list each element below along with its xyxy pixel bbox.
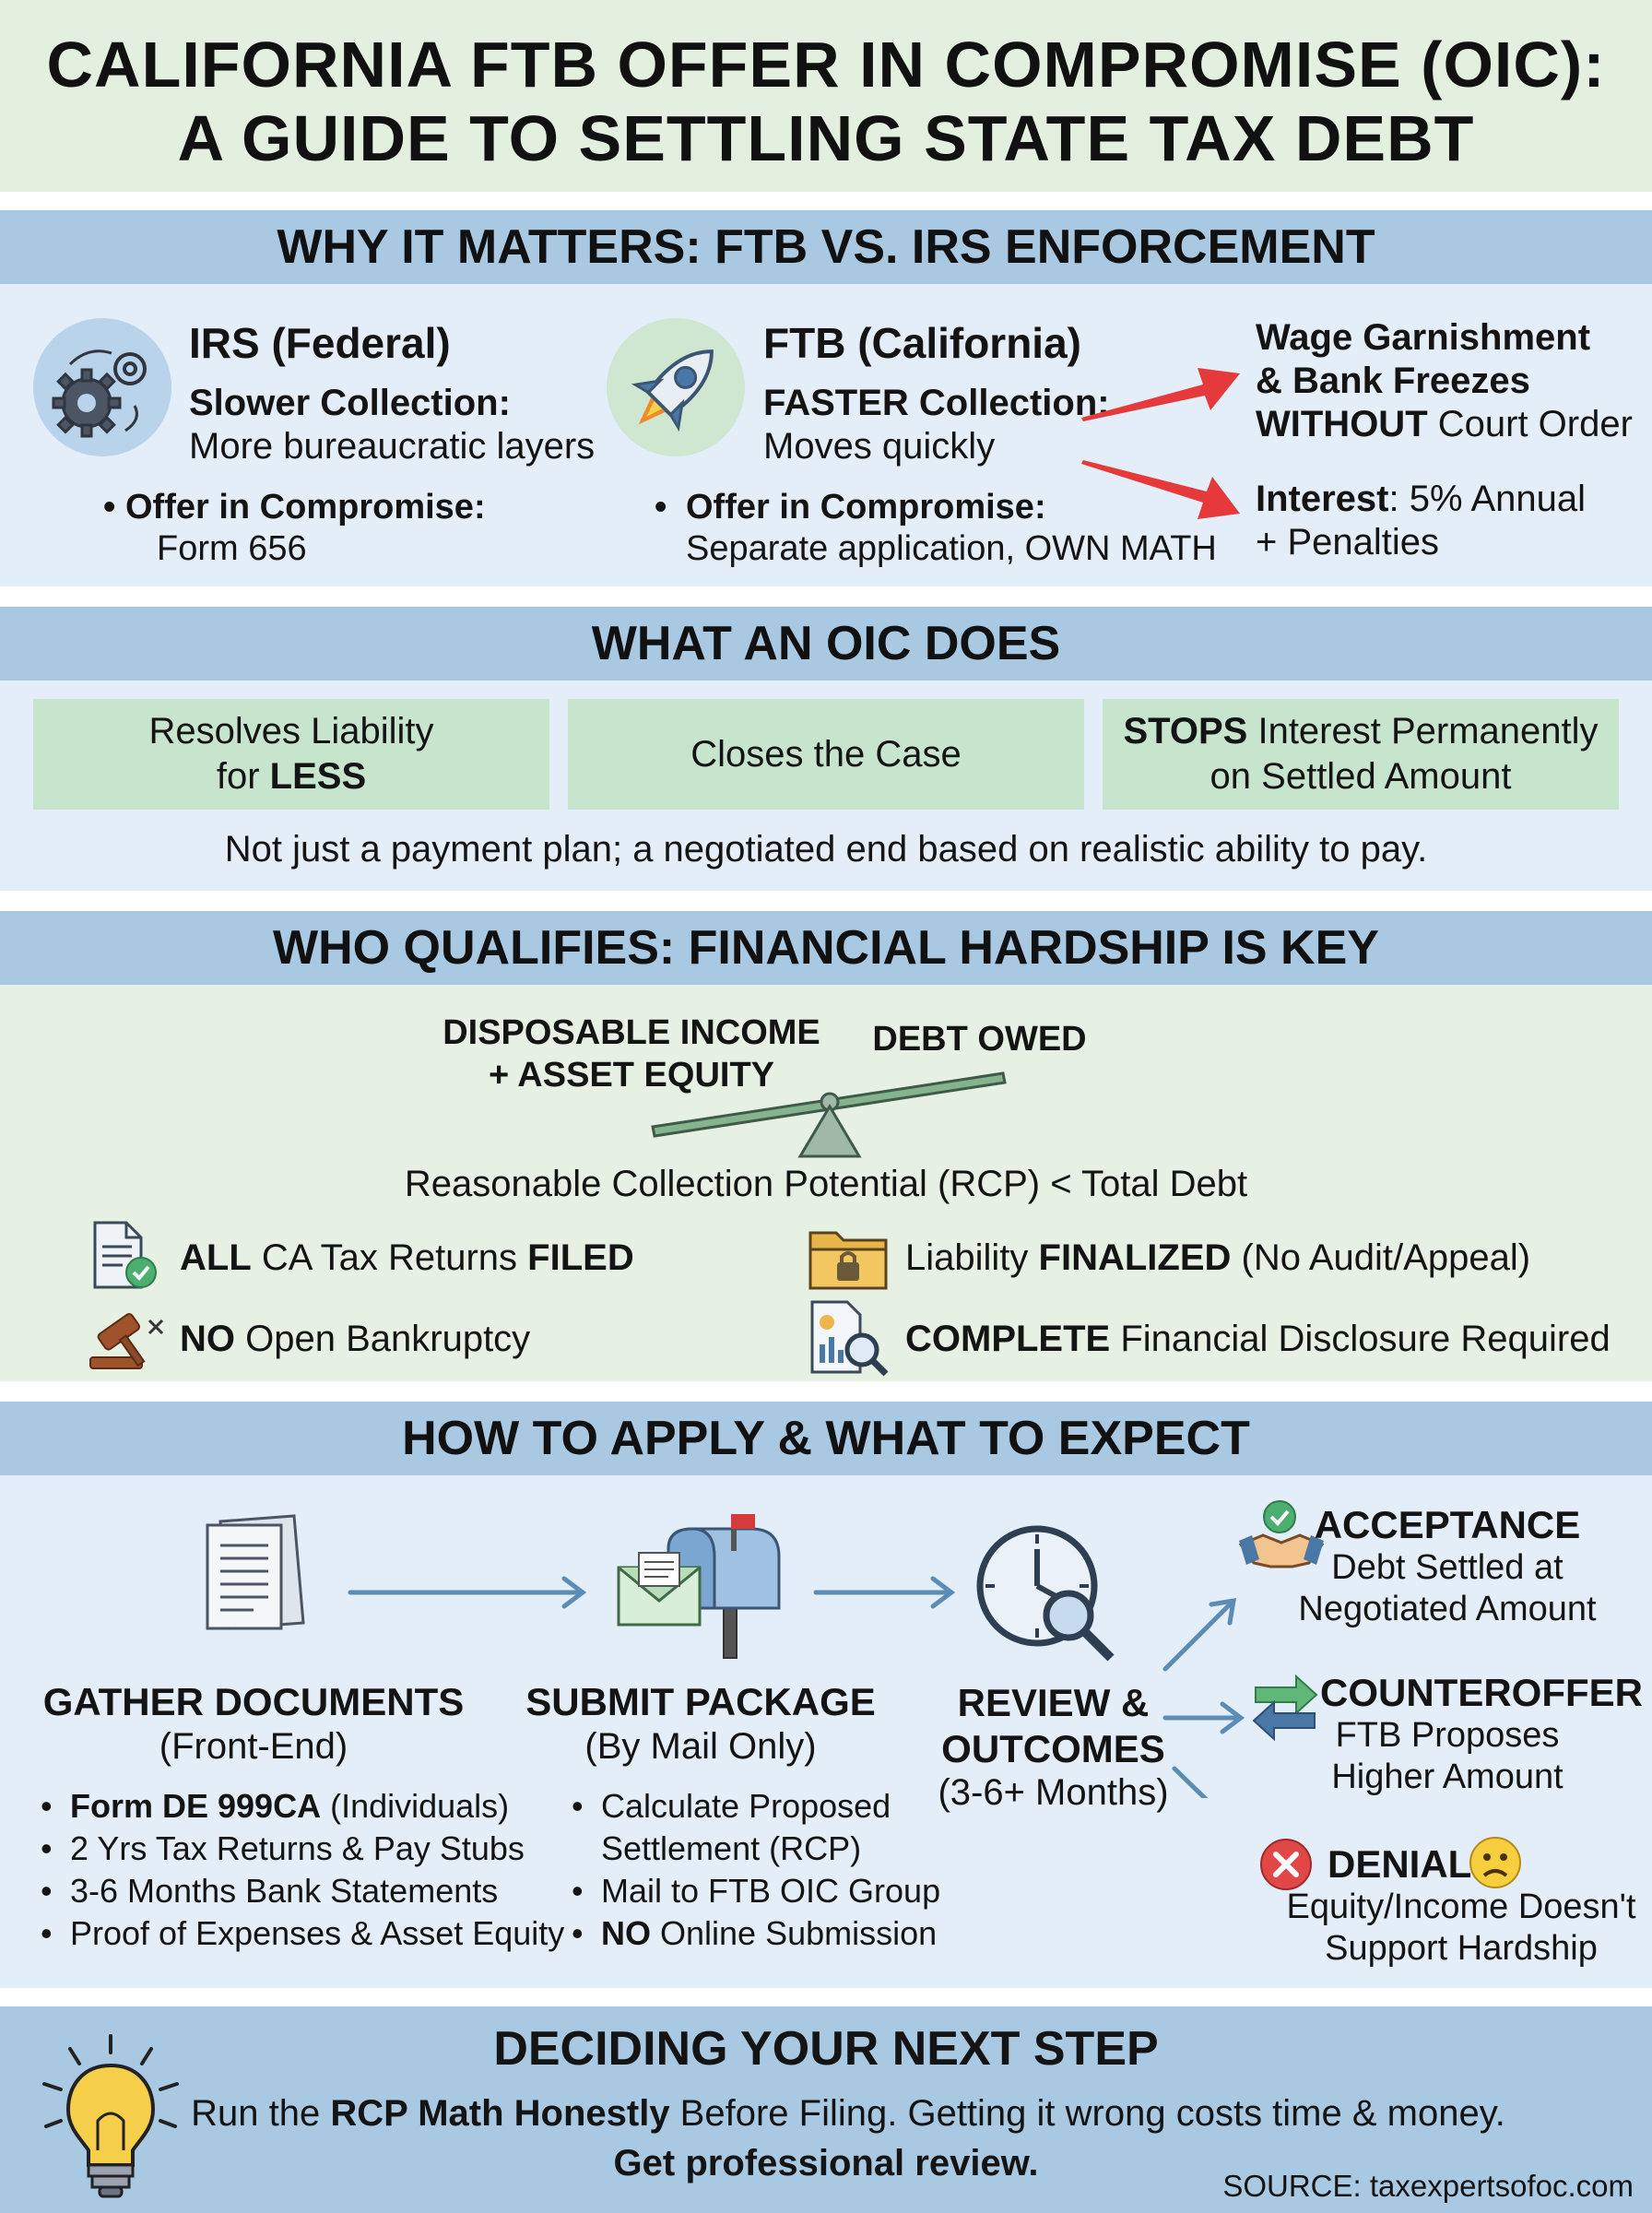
irs-collection-text: More bureaucratic layers [189,426,596,467]
submit-item-no-online: NO Online Submission [568,1912,940,1955]
swap-arrows-icon [1252,1674,1318,1741]
rcp-formula: Reasonable Collection Potential (RCP) < … [404,1164,1248,1204]
title-band: CALIFORNIA FTB OFFER IN COMPROMISE (OIC)… [0,0,1652,192]
handshake-check-icon [1238,1500,1325,1568]
ftb-oic-label: •Offer in Compromise: [655,488,1046,527]
ftb-collection-label: FASTER Collection: [763,383,1110,423]
sad-face-icon [1469,1837,1521,1888]
oic-box-resolves: Resolves Liability for LESS [33,699,549,810]
counteroffer-text: FTB Proposes Higher Amount [1331,1716,1564,1796]
qual-item-disclosure: COMPLETE Financial Disclosure Required [905,1319,1611,1359]
next-step-heading: DECIDING YOUR NEXT STEP [493,2022,1159,2076]
clock-magnifier-icon [976,1525,1115,1662]
irs-title: IRS (Federal) [189,319,451,367]
page-title-line2: A GUIDE TO SETTLING STATE TAX DEBT [177,102,1475,174]
documents-stack-icon [206,1514,305,1630]
gather-item-form: Form DE 999CA (Individuals) [37,1785,564,1828]
ftb-oic-text: Separate application, OWN MATH [686,529,1217,568]
why-heading: WHY IT MATTERS: FTB VS. IRS ENFORCEMENT [0,210,1652,284]
lightbulb-icon [42,2034,179,2198]
balance-scale-icon [651,1071,1007,1158]
gather-item-bank: 3-6 Months Bank Statements [37,1870,564,1912]
interest-text: Interest: 5% Annual + Penalties [1256,479,1586,563]
oic-heading: WHAT AN OIC DOES [0,607,1652,680]
locked-folder-icon [808,1231,888,1290]
gather-item-returns: 2 Yrs Tax Returns & Pay Stubs [37,1828,564,1870]
review-subtitle: (3-6+ Months) [938,1772,1169,1813]
financial-disclosure-icon [810,1300,889,1377]
qualify-heading: WHO QUALIFIES: FINANCIAL HARDSHIP IS KEY [0,911,1652,985]
irs-collection-label: Slower Collection: [189,383,511,423]
submit-item-mail: Mail to FTB OIC Group [568,1870,940,1912]
garnishment-text: Wage Garnishment & Bank Freezes WITHOUT … [1256,317,1633,445]
qual-item-finalized: Liability FINALIZED (No Audit/Appeal) [905,1237,1531,1278]
ftb-title: FTB (California) [763,319,1081,367]
next-step-section [0,2006,1652,2213]
submit-subtitle: (By Mail Only) [584,1726,817,1767]
irs-oic-text: Form 656 [157,529,307,568]
review-title: REVIEW & OUTCOMES [941,1681,1165,1770]
acceptance-title: ACCEPTANCE [1314,1503,1581,1546]
oic-box-stops: STOPS Interest Permanently on Settled Am… [1103,699,1619,810]
ftb-collection-text: Moves quickly [763,426,996,467]
filed-document-check-icon [93,1221,157,1289]
gather-subtitle: (Front-End) [159,1726,348,1767]
oic-note: Not just a payment plan; a negotiated en… [224,829,1428,870]
next-step-line2: Get professional review. [613,2143,1039,2183]
ftb-rocket-icon [607,318,745,456]
submit-title: SUBMIT PACKAGE [525,1680,876,1723]
gather-list: Form DE 999CA (Individuals) 2 Yrs Tax Re… [37,1785,564,1955]
page-title-line1: CALIFORNIA FTB OFFER IN COMPROMISE (OIC)… [46,29,1606,101]
red-arrow-interest-icon [1081,460,1240,519]
red-arrow-garnish-icon [1081,368,1240,421]
why-section: WHY IT MATTERS: FTB VS. IRS ENFORCEMENT [0,210,1652,586]
denial-text: Equity/Income Doesn't Support Hardship [1286,1888,1636,1968]
scale-right-label: DEBT OWED [872,1020,1087,1059]
mailbox-envelope-icon [617,1514,781,1659]
apply-heading: HOW TO APPLY & WHAT TO EXPECT [0,1402,1652,1475]
qual-item-filed: ALL CA Tax Returns FILED [180,1237,634,1278]
flow-arrows [348,1576,1245,1798]
counteroffer-title: COUNTEROFFER [1320,1671,1643,1714]
acceptance-text: Debt Settled at Negotiated Amount [1298,1548,1597,1628]
irs-gears-icon [33,318,171,456]
gavel-bankruptcy-icon [89,1313,164,1369]
scale-left-label: DISPOSABLE INCOME + ASSET EQUITY [442,1013,820,1095]
irs-oic-label: •Offer in Compromise: [103,488,486,527]
gather-title: GATHER DOCUMENTS [42,1680,465,1723]
denial-title: DENIAL [1328,1842,1472,1886]
qual-item-bankruptcy: NO Open Bankruptcy [180,1319,531,1359]
source-credit: SOURCE: taxexpertsofoc.com [1222,2169,1634,2203]
red-arrows [1081,368,1240,519]
gather-item-expenses: Proof of Expenses & Asset Equity [37,1912,564,1955]
oic-box-closes: Closes the Case [568,699,1084,810]
denial-x-icon [1260,1839,1312,1890]
next-step-line1: Run the RCP Math Honestly Before Filing.… [191,2093,1505,2134]
